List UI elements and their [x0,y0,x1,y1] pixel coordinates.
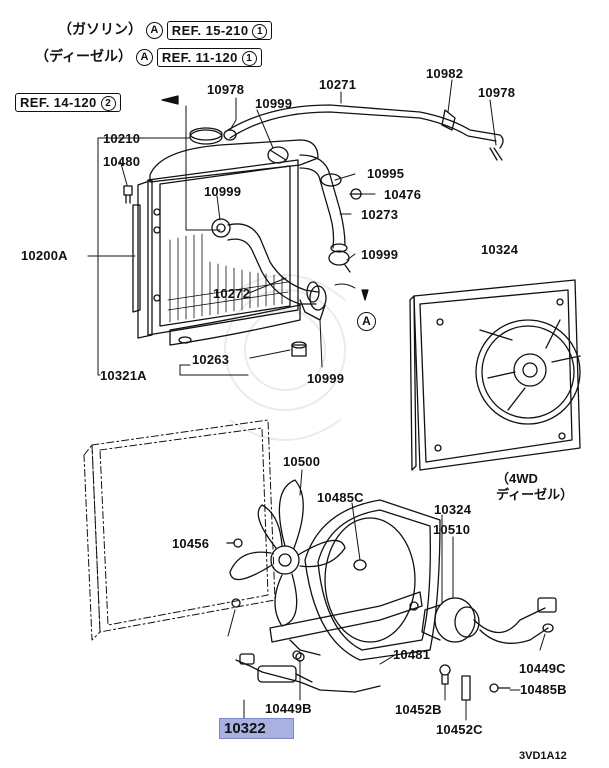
annotation-4wd-diesel: （4WD ディーゼル） [496,471,574,502]
radiator-assembly [132,127,319,357]
part-label-10271[interactable]: 10271 [319,77,357,92]
part-label-10476[interactable]: 10476 [384,187,422,202]
fuel-label-gasoline: （ガソリン） [58,21,142,37]
part-label-10452c[interactable]: 10452C [436,722,483,737]
fuel-label-diesel: （ディーゼル） [35,48,133,64]
leader-lines [87,79,497,376]
bolt-10456 [226,538,243,548]
part-label-10263[interactable]: 10263 [192,352,230,367]
part-label-10200a[interactable]: 10200A [21,248,68,263]
circle-marker-a: A [357,312,376,331]
radiator-core-outline [147,159,299,336]
radiator-cap [189,129,223,145]
circle-marker: A [135,48,153,66]
overflow-hose [223,104,504,161]
part-label-10982[interactable]: 10982 [426,66,464,81]
part-label-10999[interactable]: 10999 [204,184,242,199]
fan-shroud-4wd [409,279,581,471]
radiator-fins [167,233,289,323]
highlighted-part-box[interactable] [219,718,294,739]
radiator-phantom-outline [83,419,276,641]
part-label-10210[interactable]: 10210 [103,131,141,146]
circle-marker: A [145,21,163,39]
bolt-10476 [349,188,363,200]
part-label-10321a[interactable]: 10321A [100,368,147,383]
part-label-10456[interactable]: 10456 [172,536,210,551]
part-label-10481[interactable]: 10481 [393,647,431,662]
arrow-down [361,289,369,301]
part-label-10510[interactable]: 10510 [433,522,471,537]
diagram-code: 3VD1A12 [519,750,567,762]
part-label-10452b[interactable]: 10452B [395,702,442,717]
leader-lines-lower [227,469,546,721]
part-label-10978[interactable]: 10978 [478,85,516,100]
part-label-10978[interactable]: 10978 [207,82,245,97]
small-hardware [413,649,511,701]
arrow-left [161,95,179,105]
hose-clip-10982 [441,109,456,131]
part-label-10480[interactable]: 10480 [103,154,141,169]
part-label-10324[interactable]: 10324 [481,242,519,257]
mount-hole [231,598,241,608]
part-label-10999[interactable]: 10999 [307,371,345,386]
lower-hose [227,223,327,321]
part-label-10322[interactable]: 10322 [224,720,266,737]
part-label-10485c[interactable]: 10485C [317,490,364,505]
part-label-10999[interactable]: 10999 [255,96,293,111]
fan-motor [421,597,557,644]
part-label-10324[interactable]: 10324 [434,502,472,517]
part-label-10449c[interactable]: 10449C [519,661,566,676]
bolt-10480 [123,185,133,204]
upper-hose [299,154,348,253]
part-label-10272[interactable]: 10272 [213,286,251,301]
watermark-logo [224,274,346,441]
part-label-10449b[interactable]: 10449B [265,701,312,716]
part-label-10500[interactable]: 10500 [283,454,321,469]
part-label-10273[interactable]: 10273 [361,207,399,222]
part-label-10999[interactable]: 10999 [361,247,399,262]
part-label-10995[interactable]: 10995 [367,166,405,181]
hose-clamps [211,146,351,273]
shroud-bracket [269,591,423,643]
part-label-10485b[interactable]: 10485B [520,682,567,697]
